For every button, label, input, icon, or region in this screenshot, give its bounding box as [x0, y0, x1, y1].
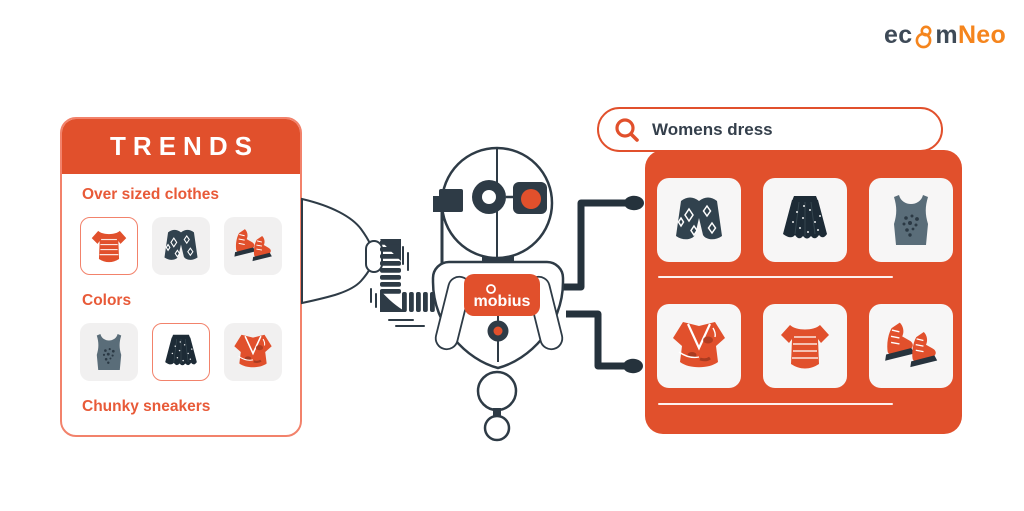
patterned-shorts-icon — [667, 188, 731, 252]
robot-base-caster — [483, 414, 511, 442]
logo-text-prefix: ec — [884, 21, 913, 49]
striped-tee-icon — [86, 223, 132, 269]
trends-title: TRENDS — [110, 131, 259, 161]
trends-panel-header: TRENDS — [62, 119, 300, 174]
trend-items-row — [80, 323, 282, 381]
sneakers-icon — [230, 223, 276, 269]
result-item-striped-tee[interactable] — [763, 304, 847, 388]
tank-top-icon — [879, 188, 943, 252]
connector-dot — [623, 358, 643, 374]
search-input[interactable] — [652, 119, 892, 140]
wrap-top-icon — [230, 329, 276, 375]
speed-lines — [370, 246, 425, 327]
tank-top-icon — [86, 329, 132, 375]
result-item-dotted-skirt[interactable] — [763, 178, 847, 262]
robot-antenna-icon — [439, 189, 463, 212]
brand-logo: ec m Neo — [884, 18, 1006, 52]
sneakers-icon — [879, 314, 943, 378]
robot-head — [440, 146, 554, 260]
mobius-badge: mobius — [464, 274, 540, 316]
trend-item-sneakers[interactable] — [224, 217, 282, 275]
trend-section-label: Chunky sneakers — [82, 398, 211, 415]
mobius-loop-icon — [486, 284, 496, 294]
trend-item-striped-tee[interactable] — [80, 217, 138, 275]
trend-section-label: Colors — [82, 292, 132, 309]
trend-section-label: Over sized clothes — [82, 186, 219, 203]
robot-left-eye — [472, 180, 506, 214]
vacuum-hose-icon — [380, 239, 456, 312]
results-divider — [658, 276, 893, 278]
striped-tee-icon — [773, 314, 837, 378]
dotted-skirt-icon — [158, 329, 204, 375]
robot-base-wheel — [476, 370, 518, 412]
wrap-top-icon — [667, 314, 731, 378]
robot-body — [431, 260, 565, 370]
dotted-skirt-icon — [773, 188, 837, 252]
results-row — [657, 178, 953, 262]
robot-right-arm — [526, 275, 564, 351]
search-icon — [615, 117, 639, 142]
connector-dot — [624, 195, 644, 211]
result-item-tank-top[interactable] — [869, 178, 953, 262]
robot-right-eye — [521, 189, 541, 209]
result-item-patterned-shorts[interactable] — [657, 178, 741, 262]
robot-neck — [482, 240, 514, 270]
patterned-shorts-icon — [158, 223, 204, 269]
trend-item-patterned-shorts[interactable] — [152, 217, 210, 275]
search-bar[interactable] — [597, 107, 943, 152]
robot-right-eye-panel — [513, 182, 547, 214]
results-row — [657, 304, 953, 388]
trend-item-dotted-skirt[interactable] — [152, 323, 210, 381]
trend-item-tank-top[interactable] — [80, 323, 138, 381]
logo-loop-icon — [916, 25, 932, 48]
robot: mobius — [431, 146, 565, 442]
results-divider — [658, 403, 893, 405]
robot-chest-button — [487, 320, 509, 342]
mobius-badge-label: mobius — [474, 293, 531, 310]
search-results-panel — [645, 150, 962, 434]
intake-funnel — [301, 197, 383, 305]
circuit-connectors — [562, 195, 644, 374]
trend-item-wrap-top[interactable] — [224, 323, 282, 381]
trend-items-row — [80, 217, 282, 275]
logo-text-suffix: Neo — [957, 21, 1007, 49]
logo-text-mid: m — [935, 21, 958, 49]
result-item-wrap-top[interactable] — [657, 304, 741, 388]
result-item-sneakers[interactable] — [869, 304, 953, 388]
robot-left-arm — [434, 275, 472, 351]
